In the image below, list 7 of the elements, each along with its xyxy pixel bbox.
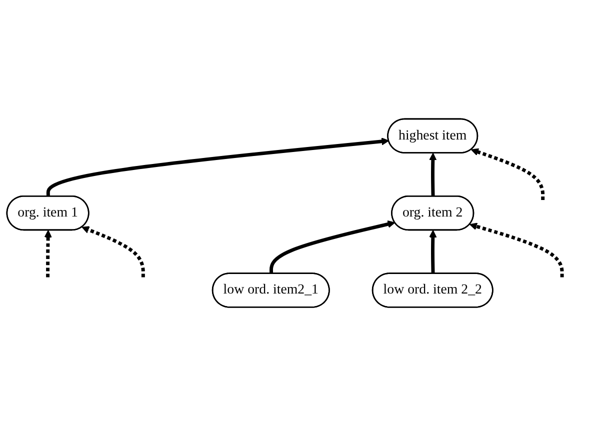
arrow <box>46 138 390 197</box>
arrow <box>470 222 564 278</box>
arrow <box>429 230 437 274</box>
arrow <box>429 152 437 197</box>
arrow <box>470 148 545 200</box>
arrow <box>82 226 145 278</box>
arrow <box>44 230 52 278</box>
